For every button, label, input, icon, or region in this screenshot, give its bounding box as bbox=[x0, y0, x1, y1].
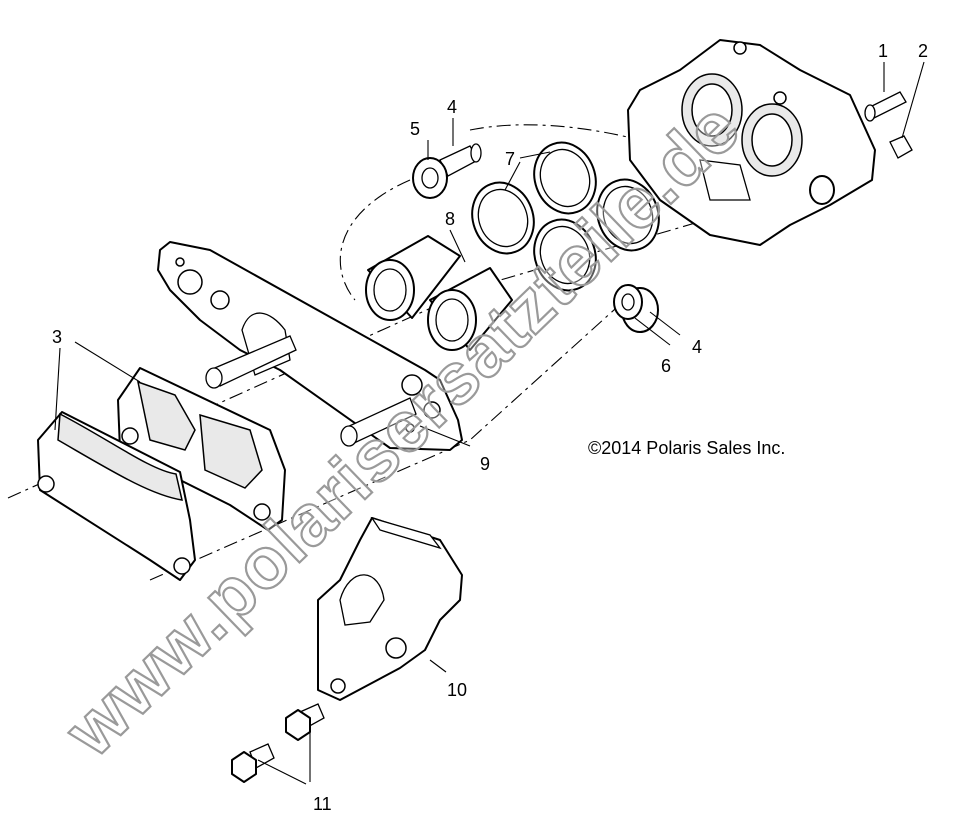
callout-3: 3 bbox=[52, 327, 62, 347]
callout-7: 7 bbox=[505, 149, 515, 169]
callout-4-lower: 4 bbox=[692, 337, 702, 357]
callout-11: 11 bbox=[313, 794, 332, 814]
callout-leaders bbox=[54, 61, 925, 785]
callout-numbers: 1 2 3 4 4 5 6 7 8 9 10 11 bbox=[52, 41, 928, 814]
caliper-bracket-plate bbox=[157, 241, 463, 451]
pistons bbox=[365, 235, 513, 351]
callout-6: 6 bbox=[661, 356, 671, 376]
callout-1: 1 bbox=[878, 41, 888, 61]
guide-pins bbox=[205, 335, 417, 447]
mounting-bracket bbox=[317, 516, 463, 701]
bleeder-cap bbox=[889, 135, 913, 159]
callout-4-upper: 4 bbox=[447, 97, 457, 117]
copyright-notice: ©2014 Polaris Sales Inc. bbox=[588, 438, 785, 458]
brake-pads bbox=[37, 367, 286, 581]
callout-9: 9 bbox=[480, 454, 490, 474]
callout-5: 5 bbox=[410, 119, 420, 139]
boot-and-pin-upper bbox=[412, 143, 482, 199]
bleeder-screw bbox=[864, 91, 907, 122]
caliper-body bbox=[627, 39, 876, 246]
mounting-bolts bbox=[231, 703, 325, 783]
callout-8: 8 bbox=[445, 209, 455, 229]
callout-10: 10 bbox=[447, 680, 467, 700]
callout-2: 2 bbox=[918, 41, 928, 61]
boot-and-bushing-lower bbox=[613, 284, 659, 333]
piston-seals bbox=[471, 141, 660, 292]
